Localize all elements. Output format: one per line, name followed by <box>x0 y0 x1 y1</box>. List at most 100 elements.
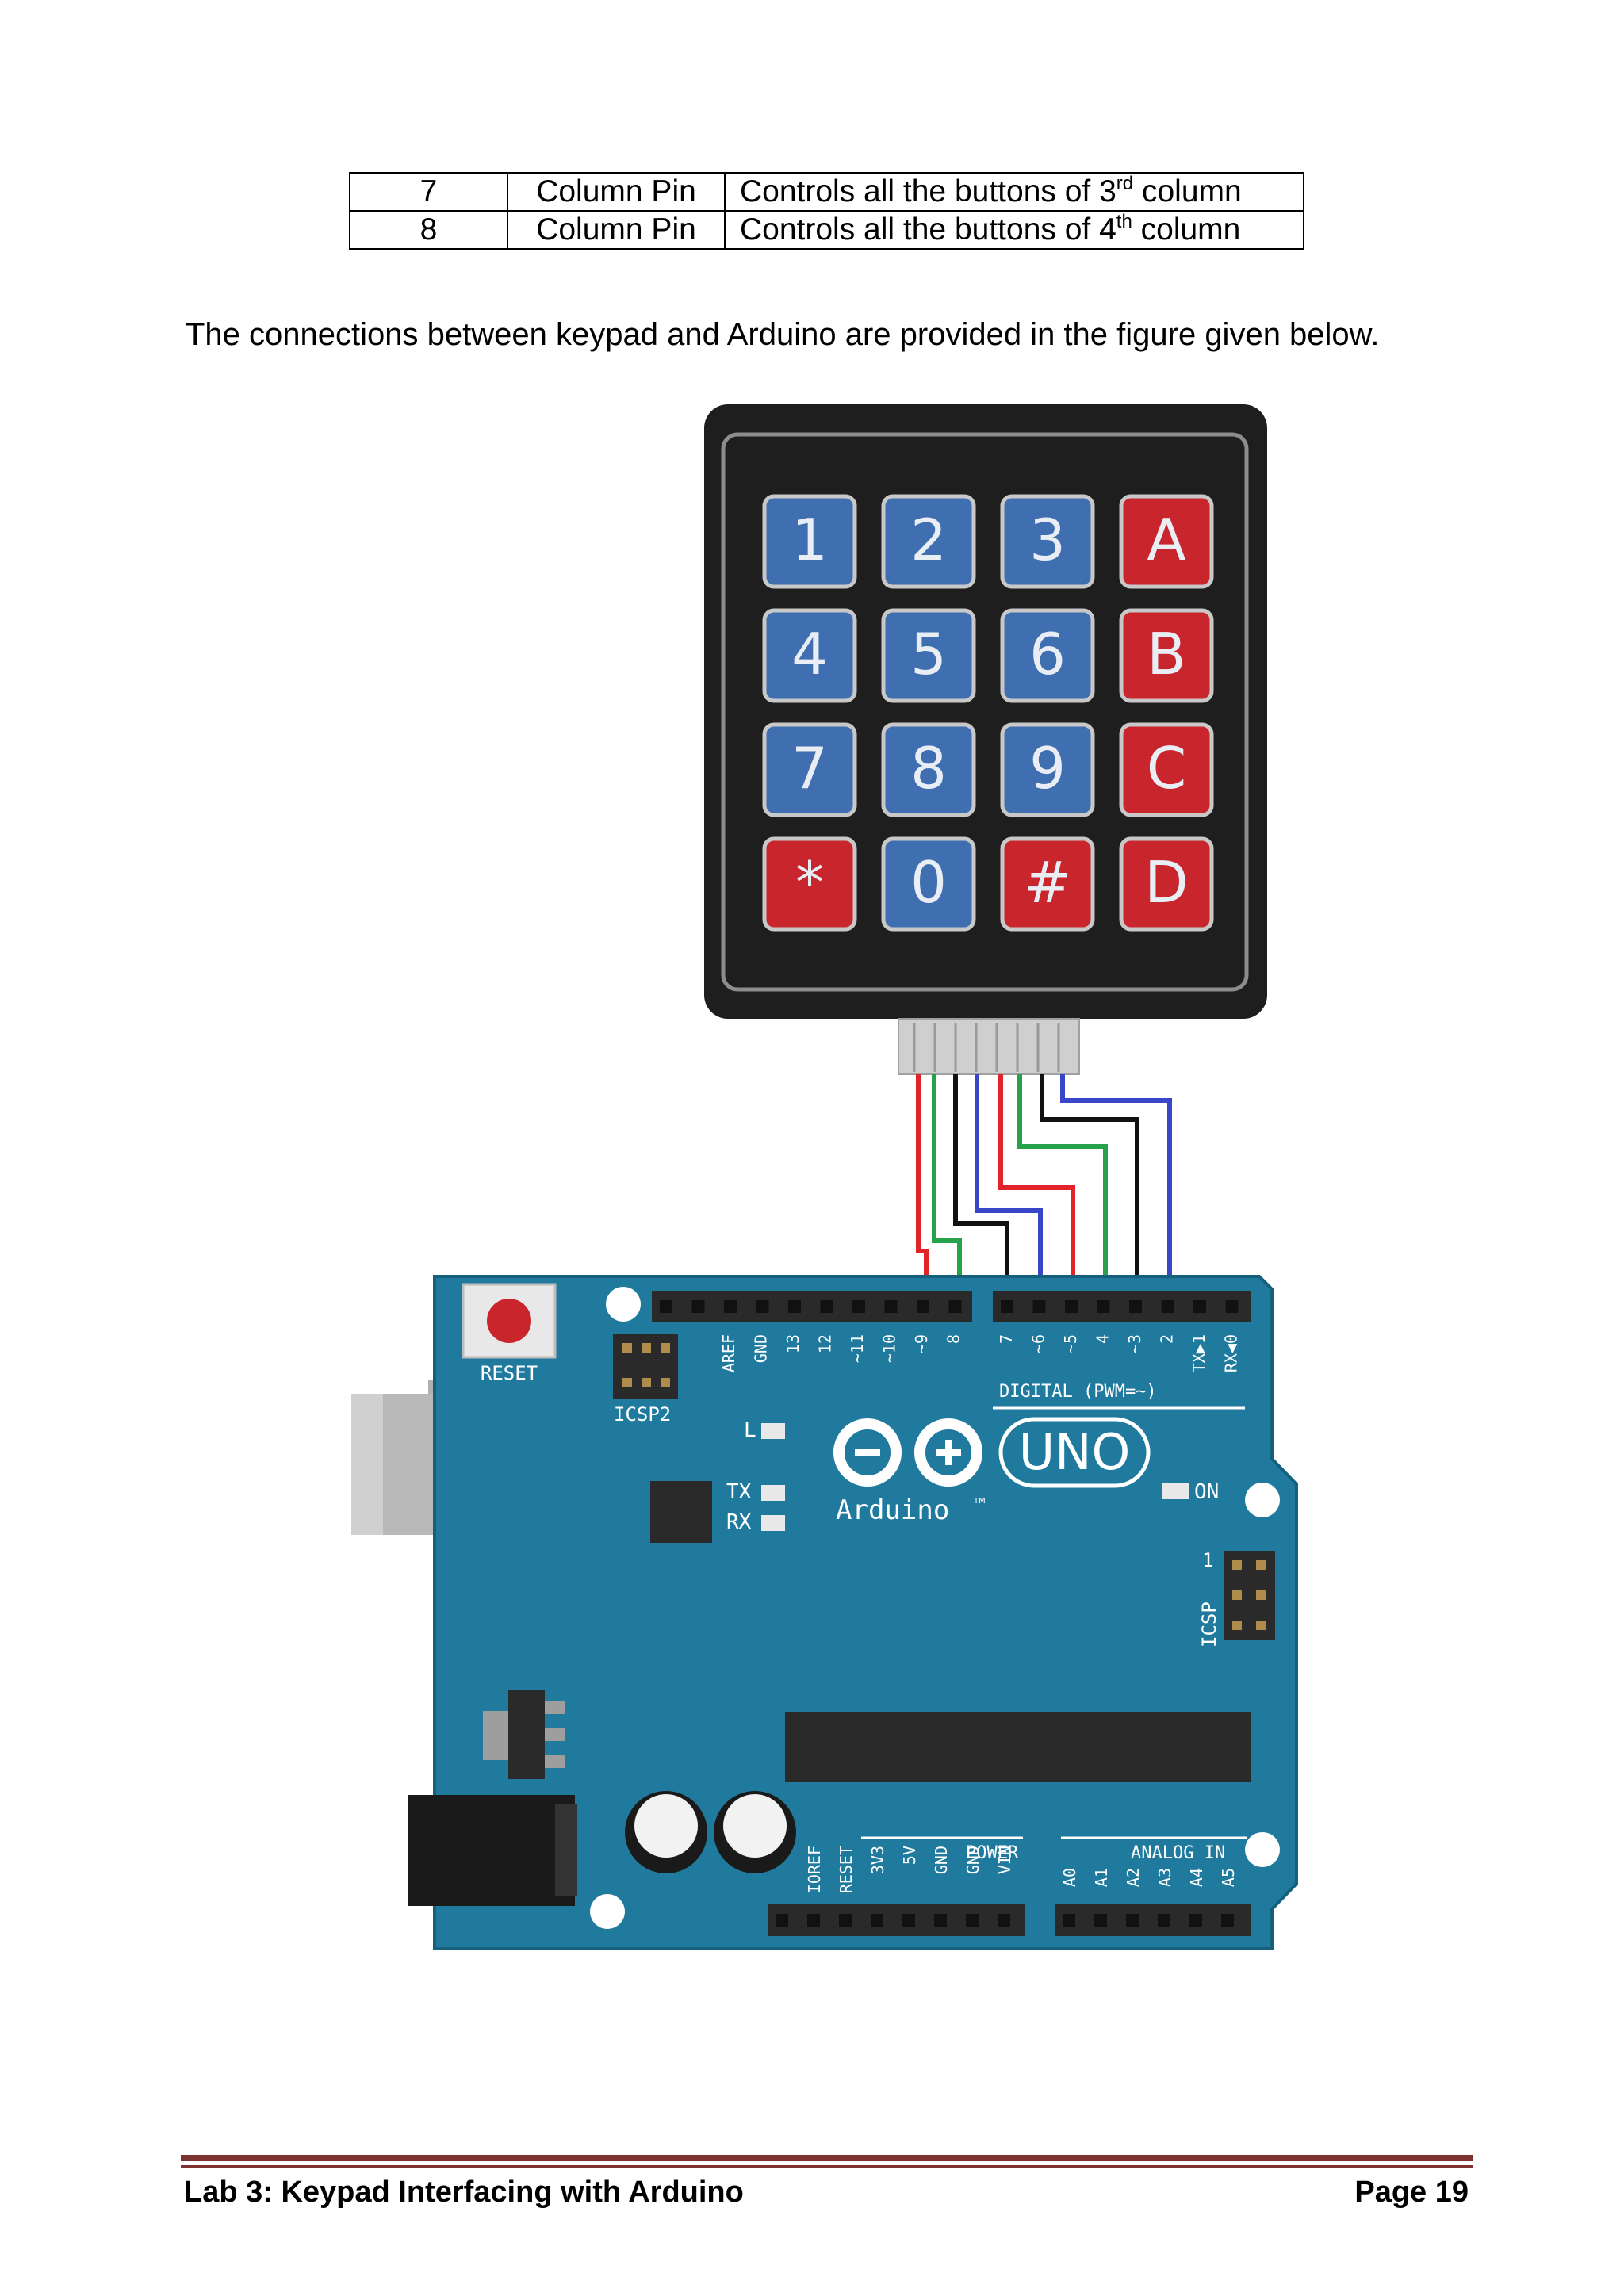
pin-type: Column Pin <box>507 210 726 250</box>
pin-label: A2 <box>1124 1868 1143 1887</box>
led-l-label: L <box>744 1418 756 1442</box>
pin-label: GND <box>963 1846 982 1874</box>
pin-label: IOREF <box>805 1846 824 1893</box>
brand-text: Arduino <box>836 1494 949 1526</box>
icsp2-label: ICSP2 <box>614 1403 671 1425</box>
keypad-key-label: C <box>1147 735 1186 802</box>
analog-header <box>1055 1904 1251 1936</box>
pin-description: Controls all the buttons of 3rd column <box>724 172 1304 212</box>
page-number: Page 19 <box>1354 2175 1469 2209</box>
keypad-key-label: 5 <box>910 621 947 687</box>
keypad-key: 8 <box>881 722 976 817</box>
icsp-header: 1 ICSP <box>1198 1549 1275 1647</box>
keypad-key-label: 4 <box>791 621 828 687</box>
brand-tm: TM <box>973 1497 986 1506</box>
pin-label: ~10 <box>880 1334 899 1363</box>
power-header <box>768 1904 1025 1936</box>
pin-label: 12 <box>816 1334 835 1353</box>
keypad-key-label: D <box>1144 849 1188 916</box>
arduino-logo: UNO Arduino TM <box>833 1417 1151 1526</box>
pin-label: A0 <box>1060 1868 1079 1887</box>
keypad-key: 9 <box>1000 722 1095 817</box>
pin-label: 13 <box>783 1334 802 1353</box>
wire <box>1040 1074 1139 1300</box>
pin-label: 3V3 <box>868 1846 887 1874</box>
pin-description-text: Controls all the buttons of 4 <box>740 212 1116 247</box>
keypad-key-label: A <box>1147 507 1185 573</box>
pin-number: 7 <box>349 172 508 212</box>
keypad-key: D <box>1119 836 1214 932</box>
pin-description-end: column <box>1133 174 1242 209</box>
keypad-key-label: # <box>1024 849 1071 916</box>
pin-label: 2 <box>1158 1334 1177 1344</box>
icsp2-header: ICSP2 <box>613 1334 678 1425</box>
wire <box>998 1074 1075 1300</box>
pin-label: RESET <box>837 1846 856 1893</box>
icsp-pin1-label: 1 <box>1202 1549 1213 1571</box>
keypad-key-label: B <box>1147 621 1185 687</box>
intro-paragraph: The connections between keypad and Ardui… <box>186 317 1380 352</box>
keypad-key: B <box>1119 608 1214 703</box>
keypad-key: 2 <box>881 494 976 589</box>
voltage-regulator <box>483 1690 565 1779</box>
wire <box>975 1074 1043 1300</box>
pin-label: A3 <box>1155 1868 1174 1887</box>
pin-label: 4 <box>1094 1334 1113 1344</box>
pin-label: VIN <box>995 1846 1014 1874</box>
keypad-key-label: * <box>795 849 824 916</box>
wire <box>1017 1074 1108 1300</box>
pin-label: A5 <box>1219 1868 1238 1887</box>
keypad-key: * <box>762 836 857 932</box>
keypad-key: 4 <box>762 608 857 703</box>
pin-description-end: column <box>1132 212 1241 247</box>
ordinal-suffix: rd <box>1116 173 1134 194</box>
pin-label: A1 <box>1092 1868 1111 1887</box>
pin-label: ~6 <box>1029 1334 1048 1353</box>
power-label: POWER <box>966 1843 1019 1863</box>
pin-label: 8 <box>944 1334 963 1344</box>
reset-button: RESET <box>462 1283 557 1384</box>
keypad-key: C <box>1119 722 1214 817</box>
power-jack <box>408 1795 577 1906</box>
pin-number: 8 <box>349 210 508 250</box>
usb-chip <box>650 1481 712 1543</box>
pin-label: 7 <box>997 1334 1016 1344</box>
keypad-key-label: 6 <box>1029 621 1066 687</box>
reset-label: RESET <box>481 1362 538 1384</box>
footer-title: Lab 3: Keypad Interfacing with Arduino <box>184 2175 744 2209</box>
capacitors <box>625 1791 796 1873</box>
pin-label: GND <box>752 1334 771 1363</box>
atmega-chip <box>785 1712 1251 1782</box>
pin-label: GND <box>932 1846 951 1874</box>
pin-label: TX▶1 <box>1189 1334 1208 1372</box>
pin-label: ~3 <box>1125 1334 1144 1353</box>
analog-label: ANALOG IN <box>1131 1843 1225 1863</box>
ribbon-connector <box>898 1018 1080 1075</box>
footer-rule-thin <box>181 2165 1473 2168</box>
pin-description: Controls all the buttons of 4th column <box>724 210 1304 250</box>
wire <box>1060 1074 1172 1300</box>
footer-rule <box>181 2155 1473 2161</box>
keypad-key: 0 <box>881 836 976 932</box>
keypad-key-label: 9 <box>1029 735 1066 802</box>
pin-label: ~9 <box>912 1334 931 1353</box>
pin-label: A4 <box>1187 1868 1206 1887</box>
wire <box>916 1074 929 1300</box>
keypad-key-label: 8 <box>910 735 947 802</box>
led-on-label: ON <box>1194 1480 1219 1504</box>
pin-label: RX◀0 <box>1222 1334 1241 1372</box>
keypad-key: 7 <box>762 722 857 817</box>
keypad-key-label: 7 <box>791 735 828 802</box>
keypad-key: # <box>1000 836 1095 932</box>
keypad-key-label: 3 <box>1029 507 1066 573</box>
digital-header-right <box>993 1291 1251 1322</box>
digital-header-left <box>652 1291 972 1322</box>
pin-label: 5V <box>900 1846 919 1865</box>
led-rx-label: RX <box>726 1510 752 1534</box>
icsp-label: ICSP <box>1198 1601 1220 1647</box>
